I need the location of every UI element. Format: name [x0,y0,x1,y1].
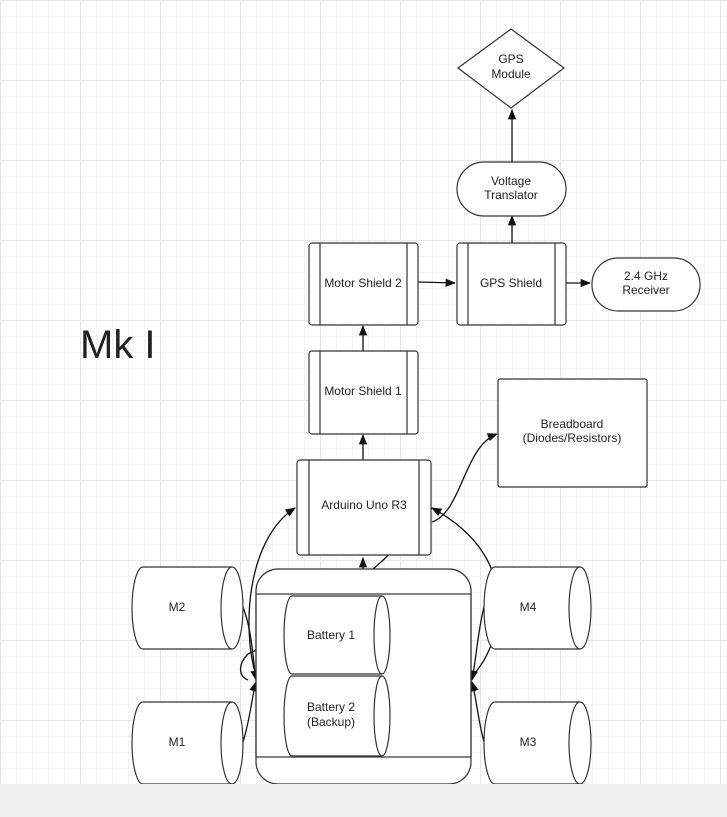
breadboard-label-2: (Diodes/Resistors) [523,431,622,445]
diagram-title: Mk I [80,323,156,367]
gps-shield-label: GPS Shield [480,276,542,290]
voltage-translator-label-2: Translator [484,188,538,202]
m1-label: M1 [169,735,186,749]
node-voltage-translator: Voltage Translator [456,161,567,217]
node-battery-2: Battery 2 (Backup) [283,675,391,757]
node-receiver: 2.4 GHz Receiver [591,257,701,312]
gps-module-label-1: GPS [498,52,523,66]
node-motor-m2: M2 [131,566,244,650]
motor-shield-2-label: Motor Shield 2 [324,276,402,290]
node-motor-shield-2: Motor Shield 2 [308,242,419,326]
motor-shield-1-label: Motor Shield 1 [324,384,402,398]
wire-m1-to-pack [242,680,258,743]
battery-2-label-2: (Backup) [307,715,355,729]
node-motor-m1: M1 [131,701,244,784]
system-diagram: Mk I GPS Module Voltage Translator GPS S… [80,28,701,784]
node-motor-shield-1: Motor Shield 1 [308,350,419,435]
wire-motors-left-to-arduino [248,507,296,677]
m3-label: M3 [520,735,537,749]
wire-m2-to-pack [242,606,259,682]
edge-motor2-to-gps-shield [417,278,457,287]
arduino-label: Arduino Uno R3 [321,498,407,512]
node-breadboard: Breadboard (Diodes/Resistors) [497,378,648,488]
node-motor-m4: M4 [483,566,592,650]
battery-1-label: Battery 1 [307,628,355,642]
node-gps-shield: GPS Shield [456,242,567,326]
node-gps-module: GPS Module [456,28,566,109]
wire-m3-to-pack [470,680,485,743]
gps-module-label-2: Module [491,67,531,81]
receiver-label-2: Receiver [622,283,669,297]
breadboard-label-1: Breadboard [541,417,604,431]
edge-arduino-to-breadboard [431,433,498,523]
wire-m4-to-pack [469,606,485,682]
m4-label: M4 [520,600,537,614]
footer-bar [0,784,727,817]
m2-label: M2 [169,600,186,614]
node-arduino: Arduino Uno R3 [296,459,432,556]
node-motor-m3: M3 [483,701,592,784]
receiver-label-1: 2.4 GHz [624,269,668,283]
node-battery-1: Battery 1 [283,595,391,675]
voltage-translator-label-1: Voltage [491,174,531,188]
battery-2-label-1: Battery 2 [307,700,355,714]
